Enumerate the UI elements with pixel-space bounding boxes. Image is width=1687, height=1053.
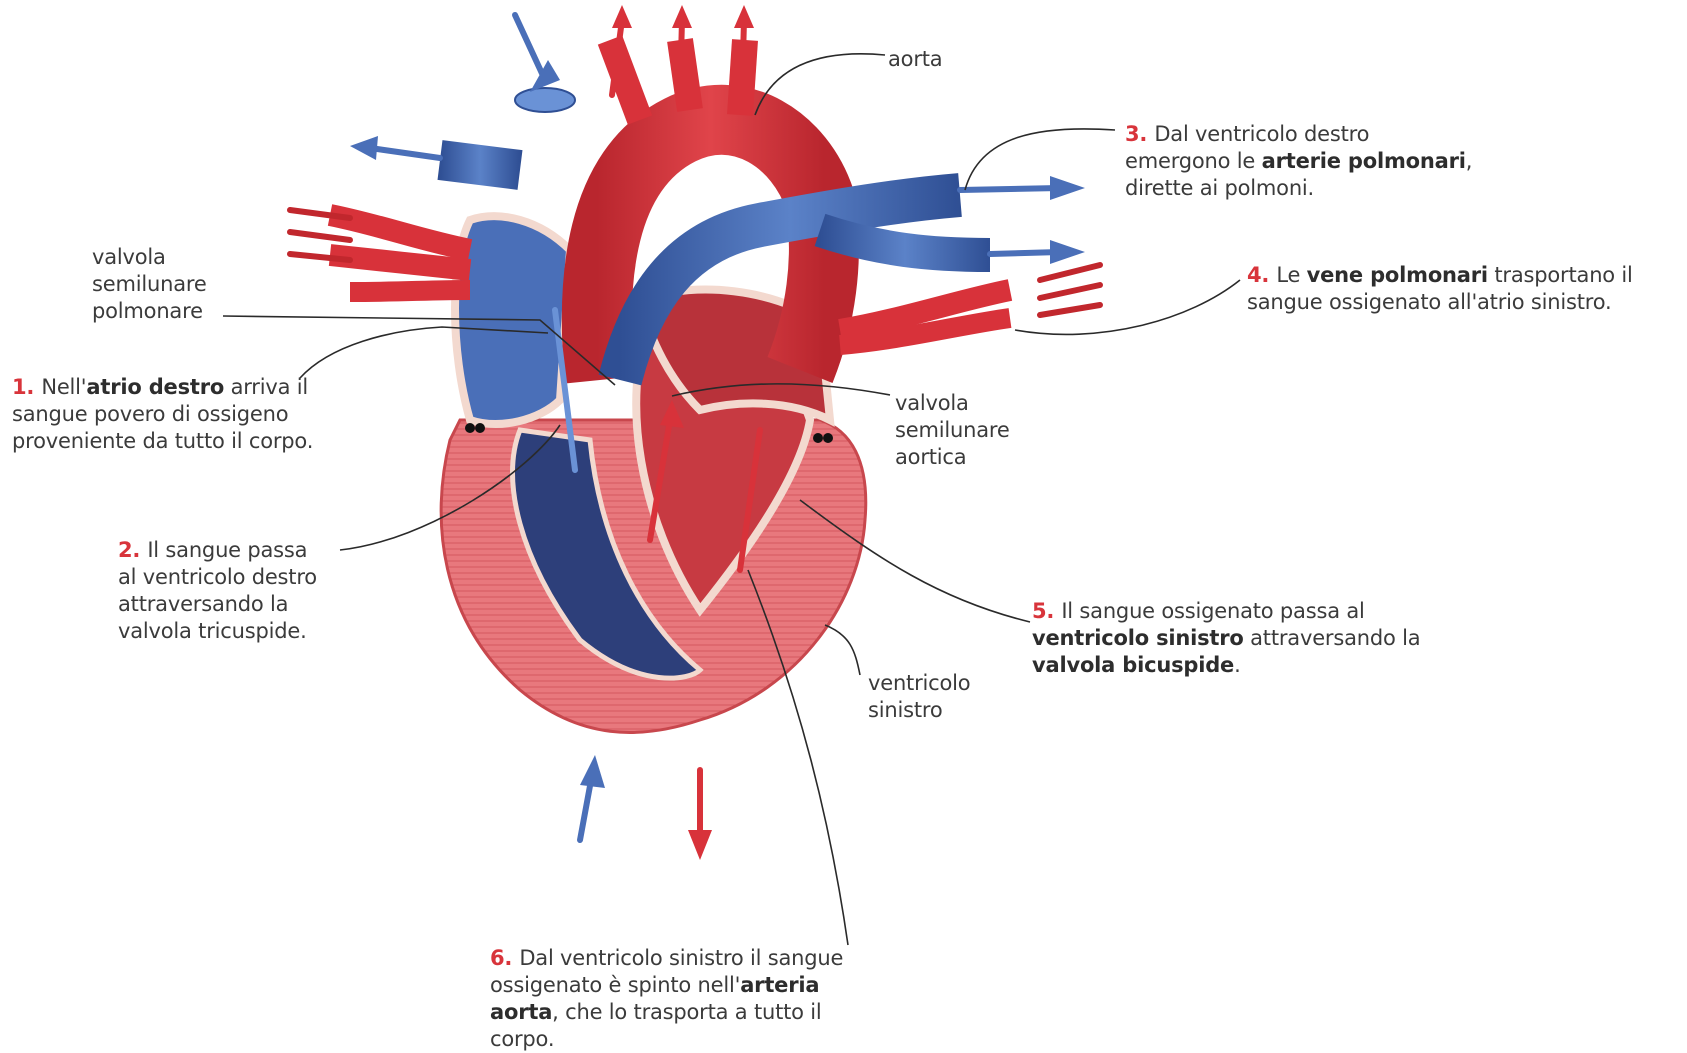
caption-line: proveniente da tutto il corpo.: [12, 428, 313, 455]
label-line: sinistro: [868, 697, 970, 724]
step-number: 2.: [118, 538, 147, 562]
caption-line: attraversando la: [118, 591, 317, 618]
caption-bold-text: vene polmonari: [1307, 263, 1488, 287]
label-aorta: aorta: [888, 46, 942, 73]
caption-text: Nell': [41, 375, 86, 399]
caption-bold-text: atrio destro: [86, 375, 224, 399]
label-aortic-valve: valvola semilunare aortica: [895, 390, 1010, 471]
caption-bold-text: aorta: [490, 1000, 552, 1024]
caption-line: 2. Il sangue passa: [118, 537, 317, 564]
caption-text: Dal ventricolo destro: [1154, 122, 1369, 146]
label-line: semilunare: [895, 417, 1010, 444]
caption-text: attraversando la: [118, 592, 288, 616]
caption-line: valvola tricuspide.: [118, 618, 317, 645]
caption-text: Le: [1276, 263, 1306, 287]
caption-text: Dal ventricolo sinistro il sangue: [519, 946, 843, 970]
caption-line: 5. Il sangue ossigenato passa al: [1032, 598, 1420, 625]
caption-line: aorta, che lo trasporta a tutto il: [490, 999, 843, 1026]
caption-bold-text: arterie polmonari: [1262, 149, 1466, 173]
step-number: 3.: [1125, 122, 1154, 146]
label-line: polmonare: [92, 298, 207, 325]
caption-line: ventricolo sinistro attraversando la: [1032, 625, 1420, 652]
caption-bold-text: valvola bicuspide: [1032, 653, 1234, 677]
caption-line: 1. Nell'atrio destro arriva il: [12, 374, 313, 401]
caption-text: , che lo trasporta a tutto il: [552, 1000, 821, 1024]
caption-line: sangue ossigenato all'atrio sinistro.: [1247, 289, 1633, 316]
label-line: valvola: [92, 244, 207, 271]
caption-text: al ventricolo destro: [118, 565, 317, 589]
pulmonary-veins-right: [840, 290, 1010, 345]
caption-text: attraversando la: [1244, 626, 1421, 650]
label-line: semilunare: [92, 271, 207, 298]
caption-line: dirette ai polmoni.: [1125, 175, 1472, 202]
label-line: aortica: [895, 444, 1010, 471]
caption-line: ossigenato è spinto nell'arteria: [490, 972, 843, 999]
caption-text: corpo.: [490, 1027, 554, 1051]
caption-text: sangue ossigenato all'atrio sinistro.: [1247, 290, 1612, 314]
step-number: 4.: [1247, 263, 1276, 287]
caption-line: valvola bicuspide.: [1032, 652, 1420, 679]
label-line: valvola: [895, 390, 1010, 417]
caption-line: 6. Dal ventricolo sinistro il sangue: [490, 945, 843, 972]
caption-line: emergono le arterie polmonari,: [1125, 148, 1472, 175]
step-number: 1.: [12, 375, 41, 399]
caption-text: arriva il: [224, 375, 308, 399]
caption-bold-text: ventricolo sinistro: [1032, 626, 1244, 650]
caption-line: al ventricolo destro: [118, 564, 317, 591]
caption-line: corpo.: [490, 1026, 843, 1053]
caption-text: Il sangue ossigenato passa al: [1061, 599, 1364, 623]
caption-line: 3. Dal ventricolo destro: [1125, 121, 1472, 148]
pulmonary-veins-left: [330, 215, 470, 292]
caption-text: emergono le: [1125, 149, 1262, 173]
left-vein-branch: [440, 160, 520, 170]
label-line: ventricolo: [868, 670, 970, 697]
caption-bold-text: arteria: [740, 973, 819, 997]
step-number: 6.: [490, 946, 519, 970]
caption-text: sangue povero di ossigeno: [12, 402, 288, 426]
caption-line: 4. Le vene polmonari trasportano il: [1247, 262, 1633, 289]
caption-text: Il sangue passa: [147, 538, 307, 562]
label-pulmonary-valve: valvola semilunare polmonare: [92, 244, 207, 325]
caption-text: dirette ai polmoni.: [1125, 176, 1314, 200]
label-left-ventricle: ventricolo sinistro: [868, 670, 970, 724]
pulmonary-artery-lower: [820, 230, 990, 255]
caption-line: sangue povero di ossigeno: [12, 401, 313, 428]
step-number: 5.: [1032, 599, 1061, 623]
caption-text: ossigenato è spinto nell': [490, 973, 740, 997]
caption-text: valvola tricuspide.: [118, 619, 307, 643]
caption-text: .: [1234, 653, 1240, 677]
caption-text: proveniente da tutto il corpo.: [12, 429, 313, 453]
caption-text: trasportano il: [1488, 263, 1633, 287]
caption-text: ,: [1466, 149, 1472, 173]
